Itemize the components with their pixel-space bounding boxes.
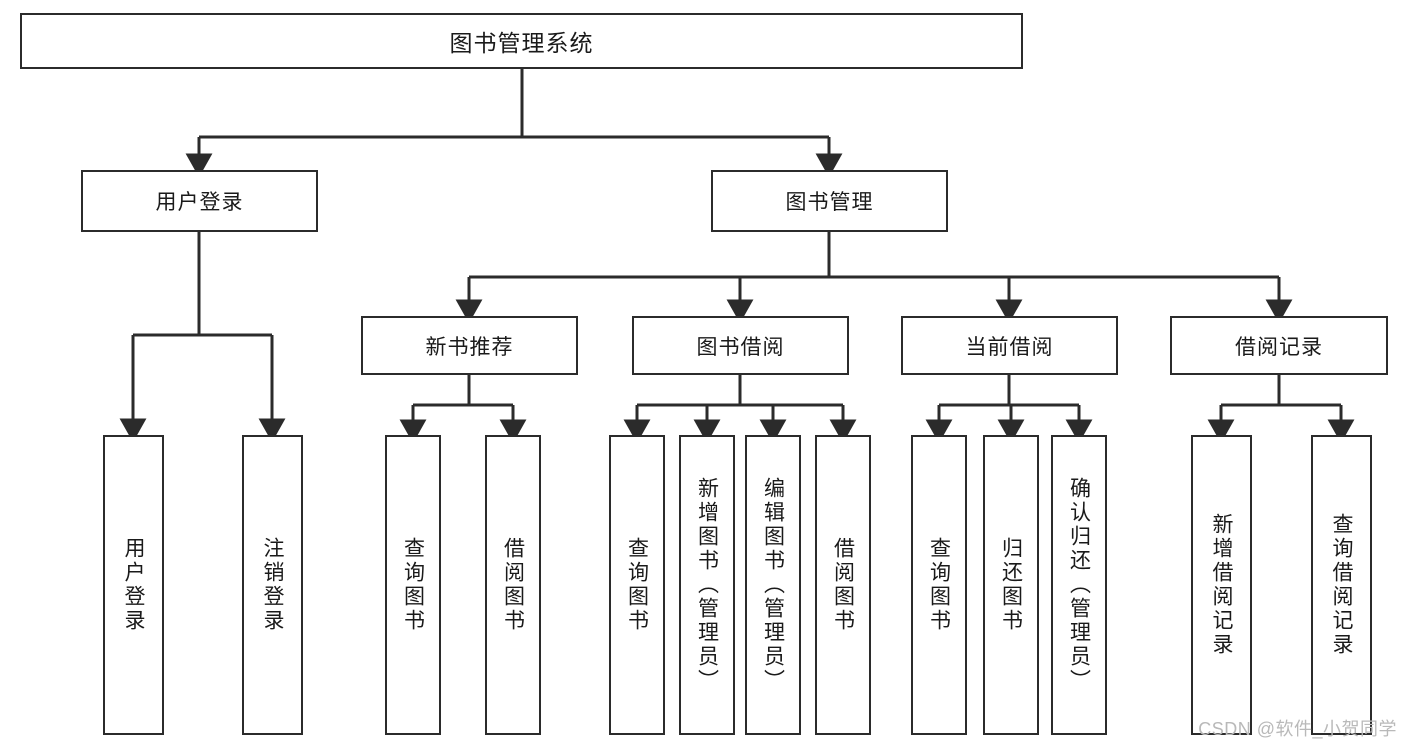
node-user-login[interactable]: 用户登录	[81, 170, 318, 232]
node-leaf-edit-book[interactable]: 编辑图书（管理员）	[745, 435, 801, 735]
node-leaf-add-record[interactable]: 新增借阅记录	[1191, 435, 1252, 735]
node-leaf-return-book-label: 归还图书	[999, 537, 1023, 633]
node-current-borrow-label: 当前借阅	[965, 335, 1054, 359]
node-leaf-query-book-1-label: 查询图书	[401, 537, 425, 633]
node-book-borrow-label: 图书借阅	[696, 335, 785, 359]
node-borrow-record[interactable]: 借阅记录	[1170, 316, 1388, 375]
node-leaf-confirm-return-label: 确认归还（管理员）	[1067, 477, 1091, 693]
node-root[interactable]: 图书管理系统	[20, 13, 1023, 69]
node-leaf-borrow-book-1[interactable]: 借阅图书	[485, 435, 541, 735]
node-leaf-logout-label: 注销登录	[261, 537, 284, 633]
node-leaf-add-book[interactable]: 新增图书（管理员）	[679, 435, 735, 735]
node-book-manage[interactable]: 图书管理	[711, 170, 948, 232]
node-leaf-query-book-3-label: 查询图书	[927, 537, 951, 633]
node-root-label: 图书管理系统	[449, 30, 594, 56]
node-leaf-query-book-3[interactable]: 查询图书	[911, 435, 967, 735]
node-leaf-return-book[interactable]: 归还图书	[983, 435, 1039, 735]
node-user-login-label: 用户登录	[155, 191, 244, 214]
node-leaf-add-record-label: 新增借阅记录	[1210, 513, 1233, 657]
watermark-text: CSDN @软件_小贺同学	[1198, 719, 1397, 739]
node-leaf-confirm-return[interactable]: 确认归还（管理员）	[1051, 435, 1107, 735]
node-new-book-rec-label: 新书推荐	[425, 335, 514, 359]
node-book-borrow[interactable]: 图书借阅	[632, 316, 849, 375]
node-leaf-borrow-book-1-label: 借阅图书	[501, 537, 525, 633]
node-leaf-edit-book-label: 编辑图书（管理员）	[761, 477, 785, 693]
node-leaf-borrow-book-2[interactable]: 借阅图书	[815, 435, 871, 735]
node-leaf-logout[interactable]: 注销登录	[242, 435, 303, 735]
node-new-book-rec[interactable]: 新书推荐	[361, 316, 578, 375]
node-leaf-borrow-book-2-label: 借阅图书	[831, 537, 855, 633]
node-borrow-record-label: 借阅记录	[1235, 335, 1323, 359]
node-leaf-add-book-label: 新增图书（管理员）	[695, 477, 719, 693]
node-current-borrow[interactable]: 当前借阅	[901, 316, 1118, 375]
node-leaf-user-login[interactable]: 用户登录	[103, 435, 164, 735]
node-leaf-query-book-2-label: 查询图书	[625, 537, 649, 633]
node-leaf-user-login-label: 用户登录	[122, 537, 145, 633]
node-leaf-query-record[interactable]: 查询借阅记录	[1311, 435, 1372, 735]
node-leaf-query-book-1[interactable]: 查询图书	[385, 435, 441, 735]
node-book-manage-label: 图书管理	[785, 191, 874, 214]
node-leaf-query-record-label: 查询借阅记录	[1330, 513, 1353, 657]
node-leaf-query-book-2[interactable]: 查询图书	[609, 435, 665, 735]
